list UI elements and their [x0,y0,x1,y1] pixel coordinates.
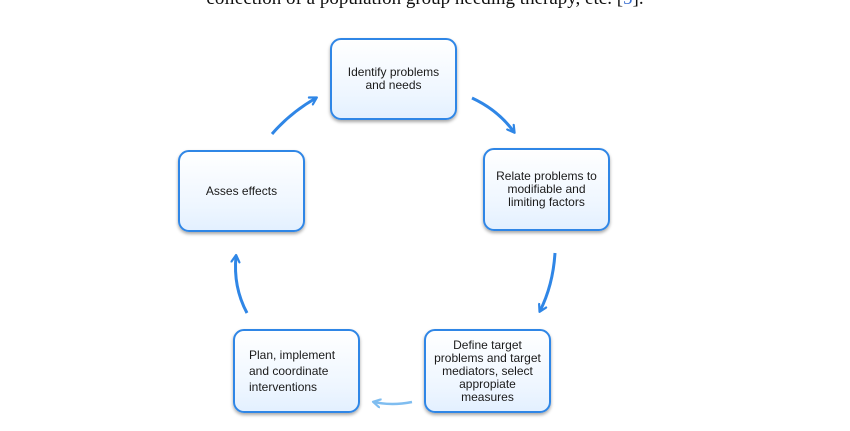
step-assess-effects: Asses effects [178,150,305,232]
arrow-3-to-4 [374,402,413,404]
citation-link[interactable]: 5 [623,0,633,9]
body-text-line: collection of a population group needing… [0,0,850,10]
step-relate-problems: Relate problems to modifiable and limiti… [483,148,610,231]
arrow-4-to-5 [235,256,249,314]
body-text: collection of a population group needing… [206,0,623,9]
arrow-5-to-1 [270,98,316,135]
step-plan-implement: Plan, implement and coordinate intervent… [233,329,360,413]
arrow-2-to-3 [540,252,557,311]
step-define-target: Define target problems and target mediat… [424,329,551,413]
body-text-tail: ]. [633,0,644,9]
arrow-1-to-2 [471,96,514,132]
step-identify-problems: Identify problems and needs [330,38,457,120]
